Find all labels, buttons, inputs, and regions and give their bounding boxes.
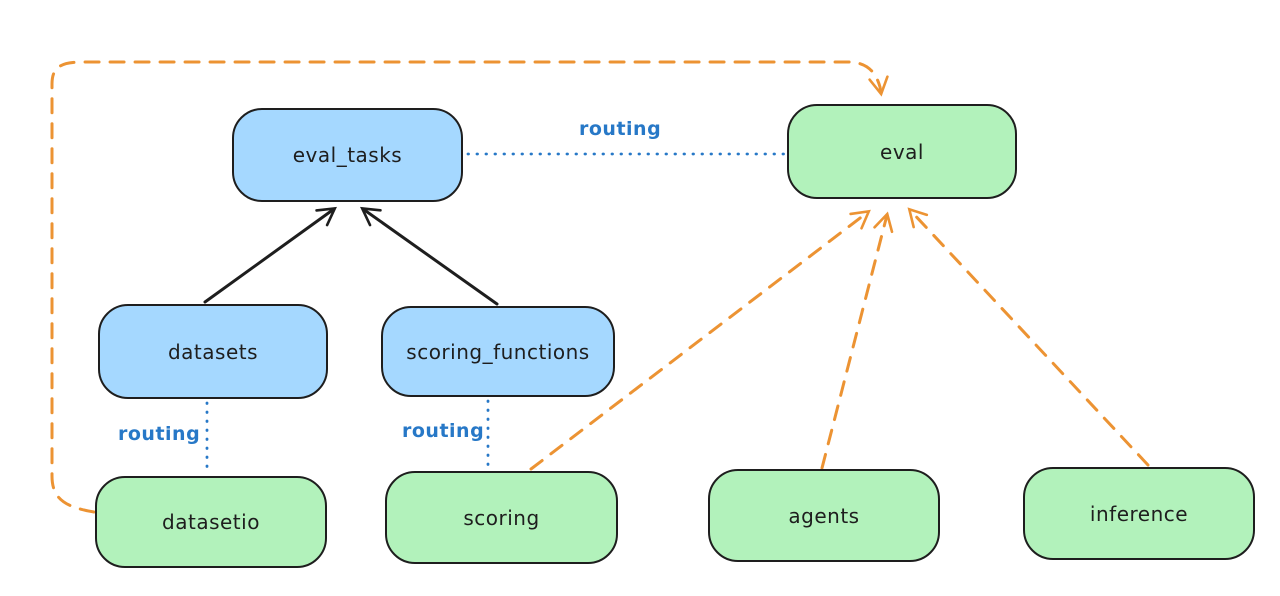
- node-inference: inference: [1023, 467, 1255, 560]
- node-datasets: datasets: [98, 304, 328, 399]
- routing-label-scoring_functions-scoring: routing: [402, 420, 485, 442]
- edge-inference-to-eval: [907, 207, 1150, 467]
- node-datasetio: datasetio: [95, 476, 327, 568]
- node-agents: agents: [708, 469, 940, 562]
- node-datasets-label: datasets: [167, 339, 259, 364]
- node-datasetio-label: datasetio: [162, 510, 260, 534]
- routing-label-datasets-datasetio: routing: [118, 423, 201, 445]
- edge-datasets-to-eval_tasks: [203, 206, 337, 304]
- routing-label-eval_tasks-eval: routing: [579, 118, 662, 140]
- node-eval-label: eval: [880, 139, 924, 164]
- edge-agents-to-eval: [820, 211, 894, 470]
- node-eval_tasks: eval_tasks: [232, 108, 463, 202]
- node-eval: eval: [787, 104, 1017, 199]
- node-scoring_functions: scoring_functions: [381, 306, 615, 397]
- edge-scoring_functions-to-eval_tasks: [360, 206, 499, 306]
- edge-scoring-to-eval: [529, 209, 871, 471]
- node-inference-label: inference: [1089, 501, 1189, 526]
- node-scoring_functions-label: scoring_functions: [406, 339, 590, 364]
- edge-datasetio-to-eval: [50, 60, 889, 514]
- node-eval_tasks-label: eval_tasks: [292, 143, 403, 167]
- node-scoring-label: scoring: [463, 505, 540, 530]
- node-agents-label: agents: [788, 503, 860, 528]
- node-scoring: scoring: [385, 471, 618, 564]
